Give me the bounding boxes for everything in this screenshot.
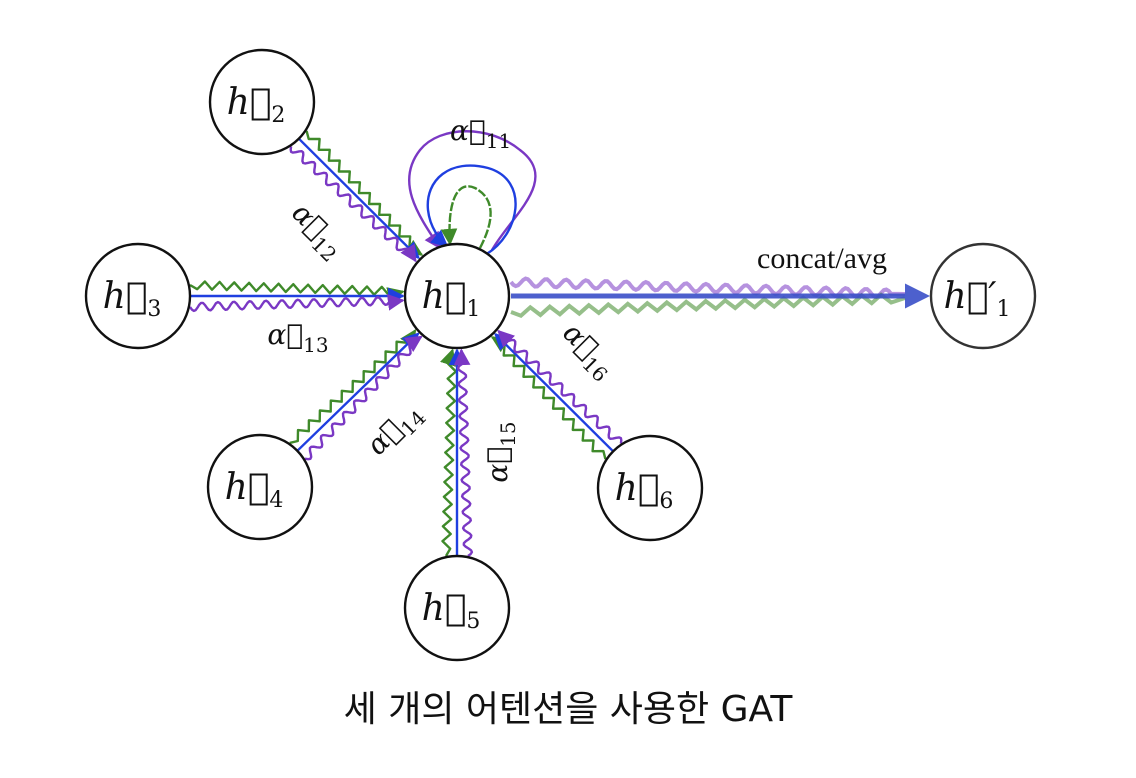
edge-label-16: α⃗16 bbox=[552, 316, 623, 387]
output-edge-purple bbox=[509, 276, 906, 300]
node-circle bbox=[403, 554, 511, 662]
node-label-sub: 5 bbox=[466, 609, 480, 634]
edge-h4-h1 bbox=[289, 328, 423, 461]
node-h3: h⃗3 bbox=[84, 242, 192, 350]
edge-h2-purple bbox=[289, 146, 417, 263]
node-label-sub: 4 bbox=[269, 488, 283, 513]
edge-h4-purple bbox=[304, 335, 423, 461]
output-edge-label: concat/avg bbox=[757, 242, 887, 275]
edge-label-sub: 11 bbox=[486, 129, 511, 153]
edge-h4-green bbox=[289, 328, 417, 445]
node-h4: h⃗4 bbox=[206, 433, 314, 541]
node-circle bbox=[929, 242, 1037, 350]
figure-caption: 세 개의 어텐션을 사용한 GAT bbox=[343, 689, 793, 730]
edge-label-sub: 12 bbox=[306, 232, 341, 267]
edge-label-12: α⃗12 bbox=[281, 196, 352, 267]
edge-label-sub: 15 bbox=[496, 421, 520, 446]
node-label-sub: 3 bbox=[147, 297, 161, 322]
node-h6: h⃗6 bbox=[596, 434, 704, 542]
edge-h3-green bbox=[189, 280, 405, 304]
edge-h2-blue bbox=[298, 137, 420, 260]
edge-label-sub: 16 bbox=[577, 352, 612, 387]
node-circle bbox=[596, 434, 704, 542]
edge-label-sub: 14 bbox=[396, 406, 431, 441]
edge-label-14: α⃗14 bbox=[360, 395, 431, 466]
node-h5: h⃗5 bbox=[403, 554, 511, 662]
edge-h5-purple bbox=[453, 348, 474, 557]
node-h1p: h⃗′1 bbox=[929, 242, 1037, 350]
edge-h3-purple bbox=[189, 293, 405, 313]
node-circle bbox=[208, 48, 316, 156]
edge-label-11: α⃗11 bbox=[450, 114, 511, 153]
node-h2: h⃗2 bbox=[208, 48, 316, 156]
edge-h6-green bbox=[490, 336, 607, 460]
node-label-sub: 1 bbox=[996, 297, 1010, 322]
edge-h2-green bbox=[305, 130, 424, 256]
edge-h2-h1 bbox=[289, 130, 424, 263]
node-label-sub: 6 bbox=[659, 489, 673, 514]
node-circle bbox=[403, 242, 511, 350]
self-loop-blue bbox=[426, 164, 517, 257]
attention-edges bbox=[189, 130, 623, 557]
edge-h5-h1 bbox=[440, 348, 474, 557]
edge-h5-green bbox=[440, 348, 458, 557]
edge-h3-h1 bbox=[189, 280, 405, 313]
nodes: h⃗1 h⃗2h⃗3 h⃗4 h⃗5 h⃗6 h⃗′1 bbox=[84, 48, 1037, 662]
node-h1: h⃗1 bbox=[403, 242, 511, 350]
edge-h1-h1 bbox=[408, 130, 537, 257]
edge-h6-blue bbox=[494, 332, 614, 453]
node-label-sub: 1 bbox=[466, 297, 480, 322]
node-label: h⃗4 bbox=[225, 467, 284, 513]
edge-h4-blue bbox=[296, 332, 420, 452]
edge-h6-purple bbox=[497, 329, 623, 444]
edge-label-15: α⃗15 bbox=[481, 421, 520, 482]
self-loop-green bbox=[440, 185, 492, 249]
edge-label-13: α⃗13 bbox=[267, 318, 328, 357]
node-circle bbox=[206, 433, 314, 541]
edge-label-sub: 13 bbox=[303, 333, 328, 357]
node-circle bbox=[84, 242, 192, 350]
edge-h6-h1 bbox=[490, 329, 623, 460]
node-label-sub: 2 bbox=[271, 103, 285, 128]
output-edge-green bbox=[510, 292, 906, 318]
output-edge: concat/avg bbox=[509, 242, 930, 318]
self-loop-purple bbox=[408, 130, 537, 251]
